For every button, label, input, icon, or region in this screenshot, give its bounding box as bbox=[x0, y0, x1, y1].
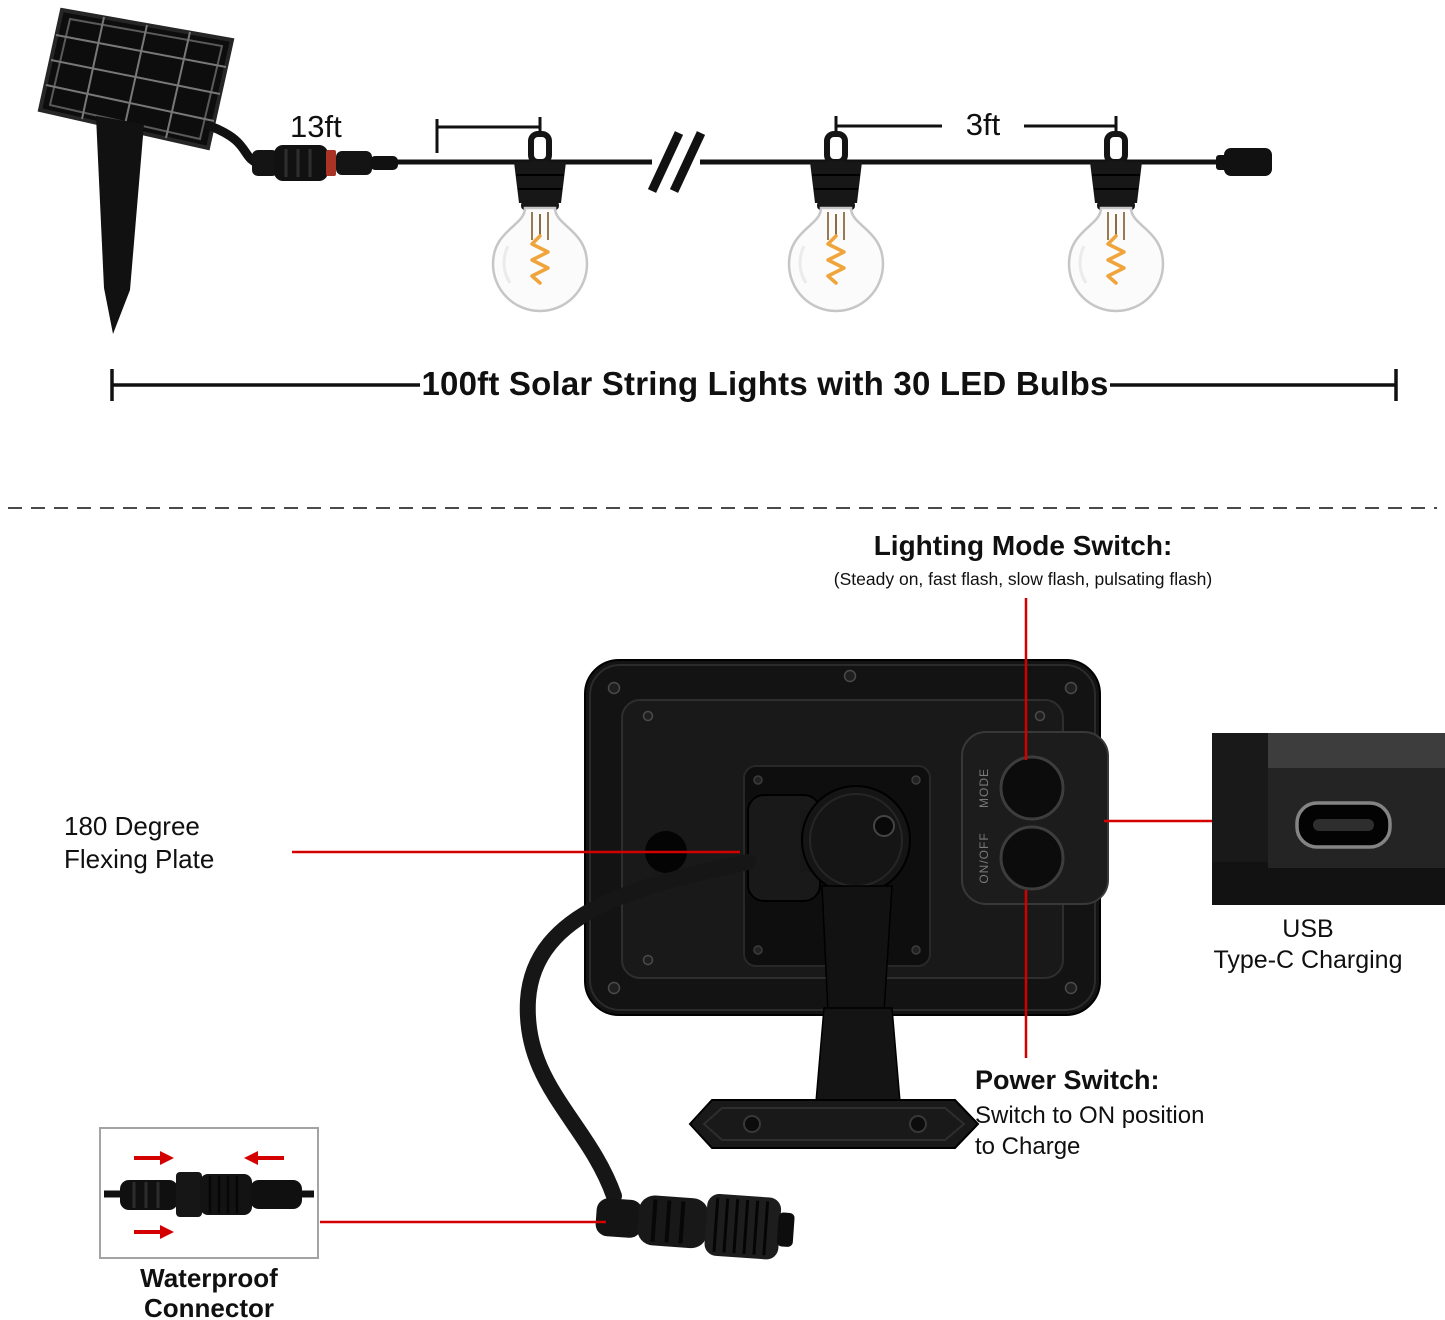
end-connector bbox=[1216, 148, 1272, 176]
flexing-plate-line1: 180 Degree bbox=[64, 811, 200, 841]
output-connector bbox=[595, 1193, 795, 1260]
mode-button bbox=[999, 755, 1065, 821]
callout-lines bbox=[292, 598, 1212, 1224]
waterproof-line1: Waterproof bbox=[140, 1263, 278, 1293]
usb-line1: USB bbox=[1282, 915, 1334, 943]
flexing-plate-mount bbox=[743, 765, 931, 1013]
button-tab: MODE ON/OFF bbox=[961, 731, 1109, 905]
power-line2: to Charge bbox=[975, 1133, 1081, 1161]
power-line1: Switch to ON position bbox=[975, 1102, 1205, 1129]
power-switch-title: Power Switch: bbox=[975, 1065, 1160, 1095]
span-label-3ft: 3ft bbox=[965, 107, 1001, 142]
measure-100ft bbox=[110, 369, 1398, 401]
span-label-13ft: 13ft bbox=[290, 109, 342, 144]
ground-stake bbox=[96, 116, 144, 334]
break-symbol bbox=[647, 131, 706, 193]
power-button-label: ON/OFF bbox=[977, 832, 991, 883]
inline-connector-graphic bbox=[252, 145, 398, 181]
lighting-mode-subtitle: (Steady on, fast flash, slow flash, puls… bbox=[833, 569, 1213, 589]
usb-port-photo bbox=[1212, 733, 1445, 905]
measure-13ft bbox=[435, 117, 542, 153]
waterproof-connector-label: Waterproof Connector bbox=[94, 1263, 324, 1320]
solar-panel-graphic bbox=[37, 7, 235, 151]
mode-button-label: MODE bbox=[977, 768, 991, 808]
usb-line2: Type-C Charging bbox=[1213, 945, 1403, 974]
waterproof-connector-photo bbox=[99, 1127, 319, 1259]
power-switch-description: Switch to ON position to Charge bbox=[975, 1100, 1295, 1162]
power-button bbox=[999, 825, 1065, 891]
flexing-plate-line2: Flexing Plate bbox=[64, 844, 215, 875]
output-cable bbox=[519, 854, 756, 1204]
string-lights-caption: 100ft Solar String Lights with 30 LED Bu… bbox=[421, 365, 1109, 402]
usb-charging-label: USB Type-C Charging bbox=[1178, 914, 1438, 975]
flexing-plate-label: 180 Degree Flexing Plate bbox=[64, 810, 324, 877]
lighting-mode-title: Lighting Mode Switch: bbox=[873, 530, 1173, 561]
waterproof-line2: Connector bbox=[144, 1292, 274, 1320]
mounting-base bbox=[688, 1007, 980, 1149]
connector-arrow-icons bbox=[134, 1151, 284, 1239]
measure-3ft bbox=[834, 116, 1118, 132]
